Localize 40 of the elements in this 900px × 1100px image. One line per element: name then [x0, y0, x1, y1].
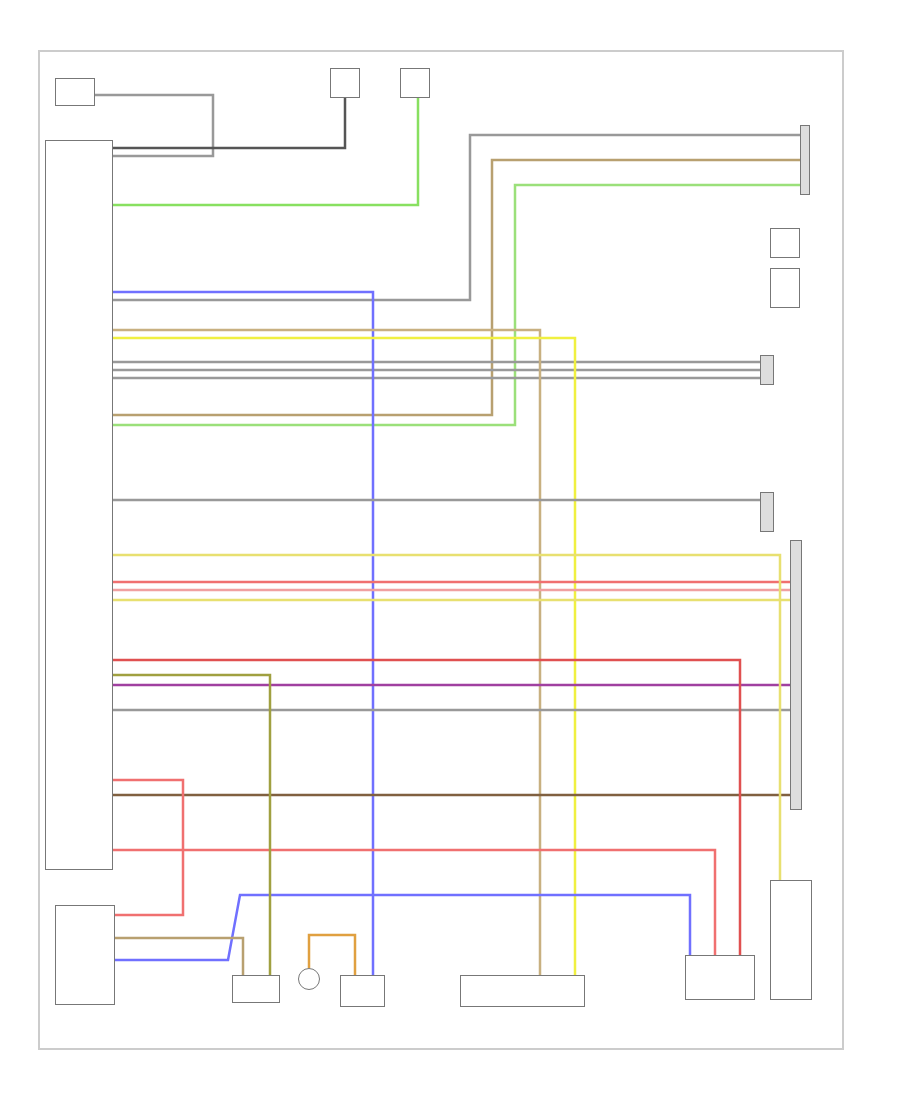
wire	[113, 658, 742, 955]
wire	[113, 598, 790, 602]
wire	[113, 360, 760, 364]
fuse-box	[400, 68, 430, 98]
sensor-box	[770, 880, 812, 1000]
wire	[113, 553, 782, 880]
switch-box	[55, 78, 95, 106]
component-box	[460, 975, 585, 1007]
connector-bar	[760, 492, 774, 532]
sensor-box	[770, 268, 800, 308]
control-module-box	[45, 140, 113, 870]
wire	[113, 673, 272, 975]
sensor-box	[770, 228, 800, 258]
connector-bar	[800, 125, 810, 195]
wire	[113, 133, 800, 302]
module-box	[55, 905, 115, 1005]
wire	[113, 588, 790, 592]
component-box	[232, 975, 280, 1003]
fuse-box	[330, 68, 360, 98]
wire	[113, 793, 790, 797]
connector-bar	[790, 540, 802, 810]
wire	[113, 498, 760, 502]
wire	[307, 933, 357, 975]
sensor-circle	[298, 968, 320, 990]
connector-box	[685, 955, 755, 1000]
wire	[113, 376, 760, 380]
wire	[113, 778, 185, 917]
wire	[113, 708, 790, 712]
wire	[113, 580, 790, 584]
wire	[115, 893, 692, 962]
wire	[113, 98, 420, 207]
wire	[113, 683, 790, 687]
wire	[113, 290, 375, 975]
component-box	[340, 975, 385, 1007]
wire	[113, 368, 760, 372]
connector-bar	[760, 355, 774, 385]
wire	[113, 98, 347, 150]
wire	[113, 848, 717, 955]
wire	[115, 936, 245, 975]
wire	[95, 93, 215, 158]
